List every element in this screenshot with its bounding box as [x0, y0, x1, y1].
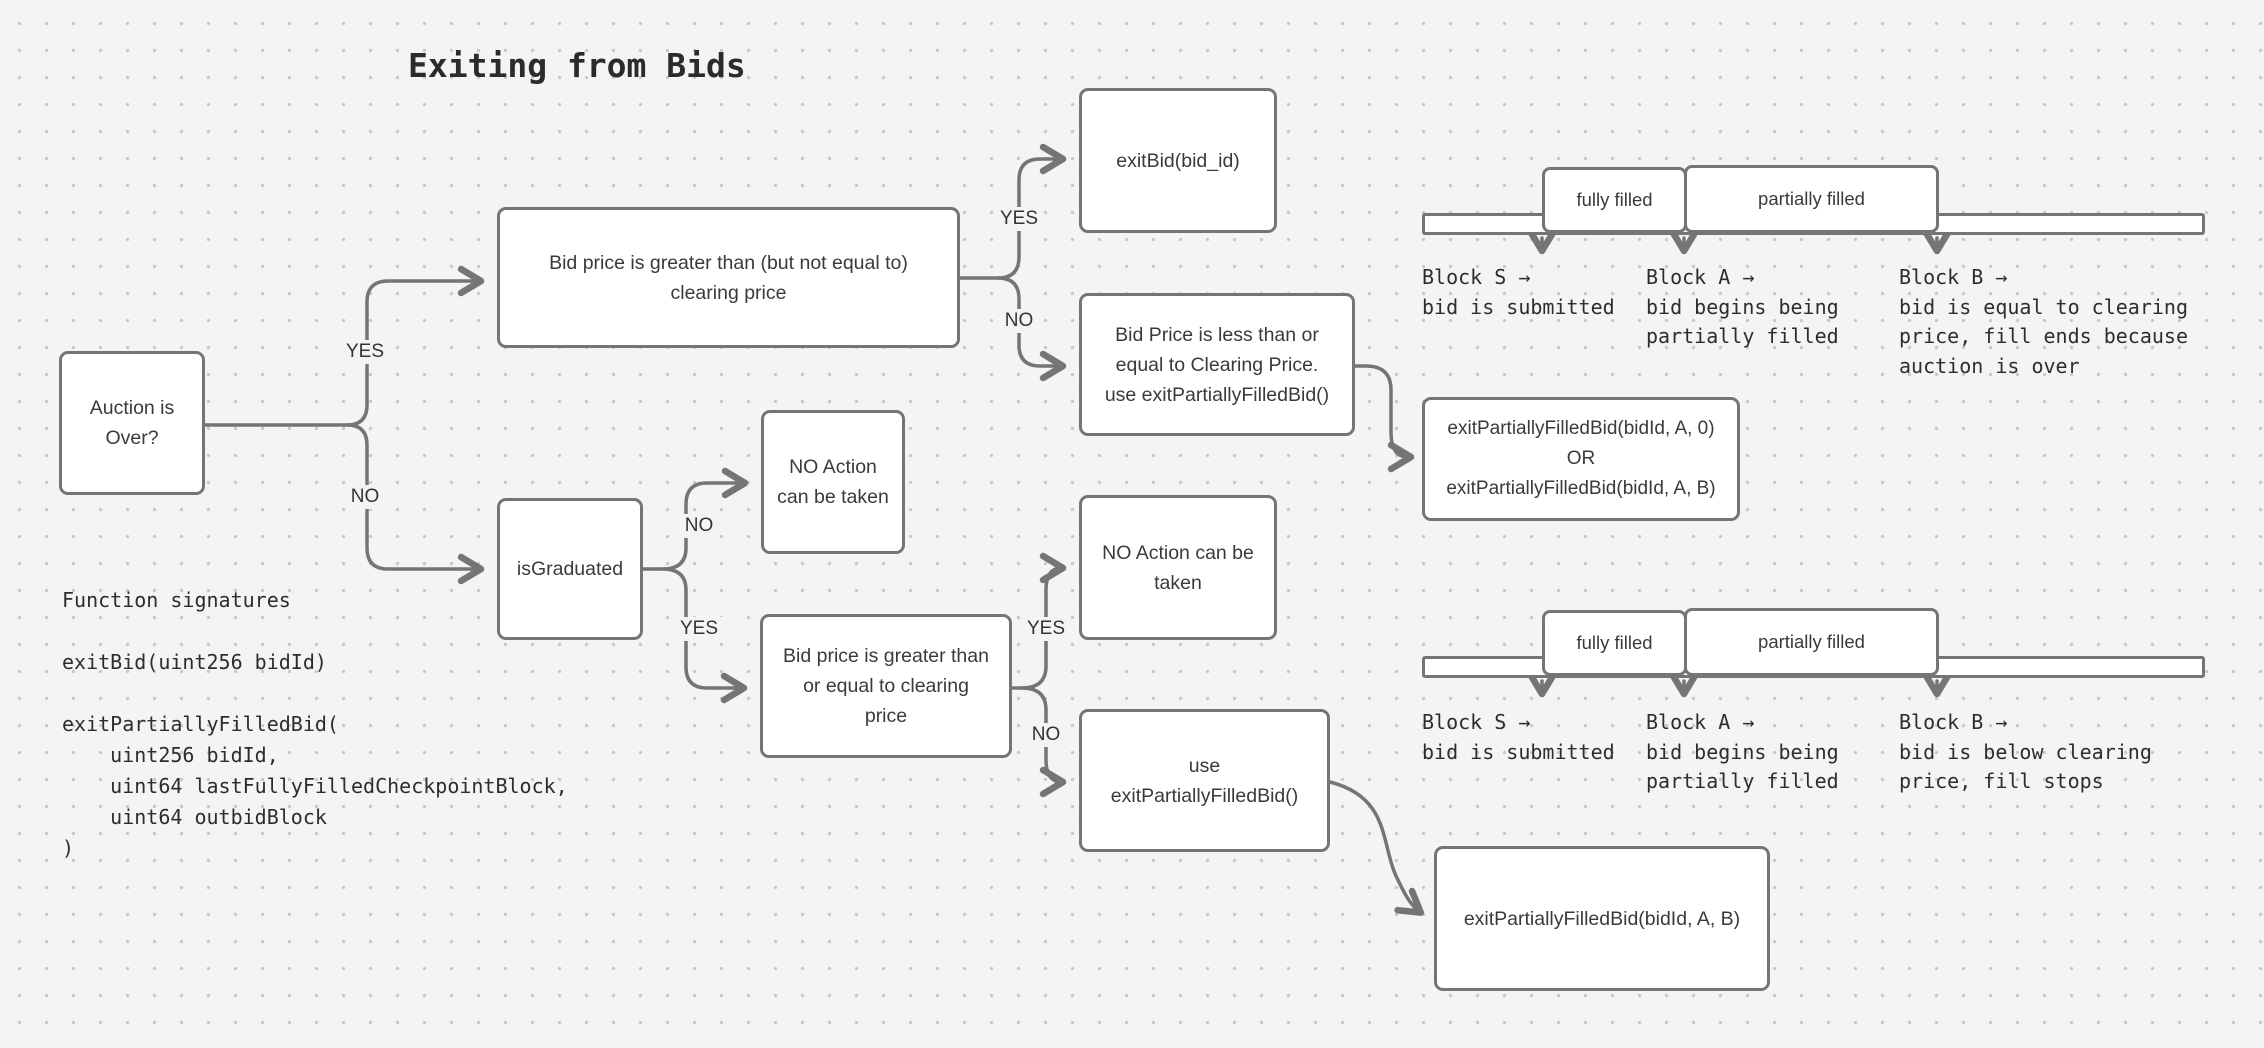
- node-text: Bid price is greater than (but not equal…: [549, 251, 908, 304]
- block-note-a-top: Block A → bid begins being partially fil…: [1646, 265, 1839, 348]
- function-signatures-note: Function signatures exitBid(uint256 bidI…: [62, 588, 568, 860]
- branch-label-no: NO: [678, 514, 720, 538]
- node-text: use exitPartiallyFilledBid(): [1110, 754, 1299, 807]
- node-no-action-top[interactable]: NO Action can be taken: [761, 410, 905, 554]
- branch-label-yes: YES: [673, 617, 725, 641]
- segment-label: fully filled: [1576, 189, 1653, 210]
- node-text: Bid price is greater than or equal to cl…: [783, 645, 989, 727]
- node-exit-bid[interactable]: exitBid(bid_id): [1079, 88, 1277, 233]
- timeline-segment-partially-filled-top[interactable]: partially filled: [1684, 165, 1939, 233]
- block-note-a-bottom: Block A → bid begins being partially fil…: [1646, 710, 1839, 793]
- block-note-b-bottom: Block B → bid is below clearing price, f…: [1899, 710, 2152, 793]
- branch-label-no: NO: [1025, 723, 1067, 747]
- block-note-s-bottom: Block S → bid is submitted: [1422, 710, 1615, 764]
- node-text: Auction is Over?: [89, 397, 175, 449]
- timeline-segment-fully-filled-top[interactable]: fully filled: [1542, 167, 1687, 233]
- node-text: NO Action can be taken: [1102, 541, 1254, 594]
- node-text: exitPartiallyFilledBid(bidId, A, B): [1463, 907, 1741, 930]
- node-text: NO Action can be taken: [777, 456, 889, 508]
- node-text: exitPartiallyFilledBid(bidId, A, 0) OR e…: [1446, 418, 1716, 499]
- timeline-segment-fully-filled-bottom[interactable]: fully filled: [1542, 610, 1687, 676]
- block-note-s-top: Block S → bid is submitted: [1422, 265, 1615, 319]
- node-text: isGraduated: [516, 558, 624, 580]
- node-text: exitBid(bid_id): [1116, 149, 1240, 172]
- segment-label: fully filled: [1576, 632, 1653, 653]
- node-auction-is-over[interactable]: Auction is Over?: [59, 351, 205, 495]
- node-is-graduated[interactable]: isGraduated: [497, 498, 643, 640]
- branch-label-yes: YES: [1020, 617, 1072, 641]
- segment-label: partially filled: [1758, 631, 1865, 652]
- node-bid-price-greater-equal[interactable]: Bid price is greater than or equal to cl…: [760, 614, 1012, 758]
- timeline-segment-partially-filled-bottom[interactable]: partially filled: [1684, 608, 1939, 676]
- segment-label: partially filled: [1758, 188, 1865, 209]
- node-exit-partially-filled-b[interactable]: exitPartiallyFilledBid(bidId, A, B): [1434, 846, 1770, 991]
- node-exit-partially-filled-or[interactable]: exitPartiallyFilledBid(bidId, A, 0) OR e…: [1422, 397, 1740, 521]
- node-use-exit-partially-filled[interactable]: use exitPartiallyFilledBid(): [1079, 709, 1330, 852]
- page-title: Exiting from Bids: [408, 46, 746, 85]
- block-note-b-top: Block B → bid is equal to clearing price…: [1899, 265, 2188, 378]
- node-bid-price-less-equal[interactable]: Bid Price is less than or equal to Clear…: [1079, 293, 1355, 436]
- branch-label-yes: YES: [339, 340, 391, 364]
- branch-label-no: NO: [998, 309, 1040, 333]
- branch-label-no: NO: [344, 485, 386, 509]
- node-bid-price-greater-not-equal[interactable]: Bid price is greater than (but not equal…: [497, 207, 960, 348]
- node-text: Bid Price is less than or equal to Clear…: [1104, 323, 1330, 406]
- branch-label-yes: YES: [993, 207, 1045, 231]
- node-no-action-right[interactable]: NO Action can be taken: [1079, 495, 1277, 640]
